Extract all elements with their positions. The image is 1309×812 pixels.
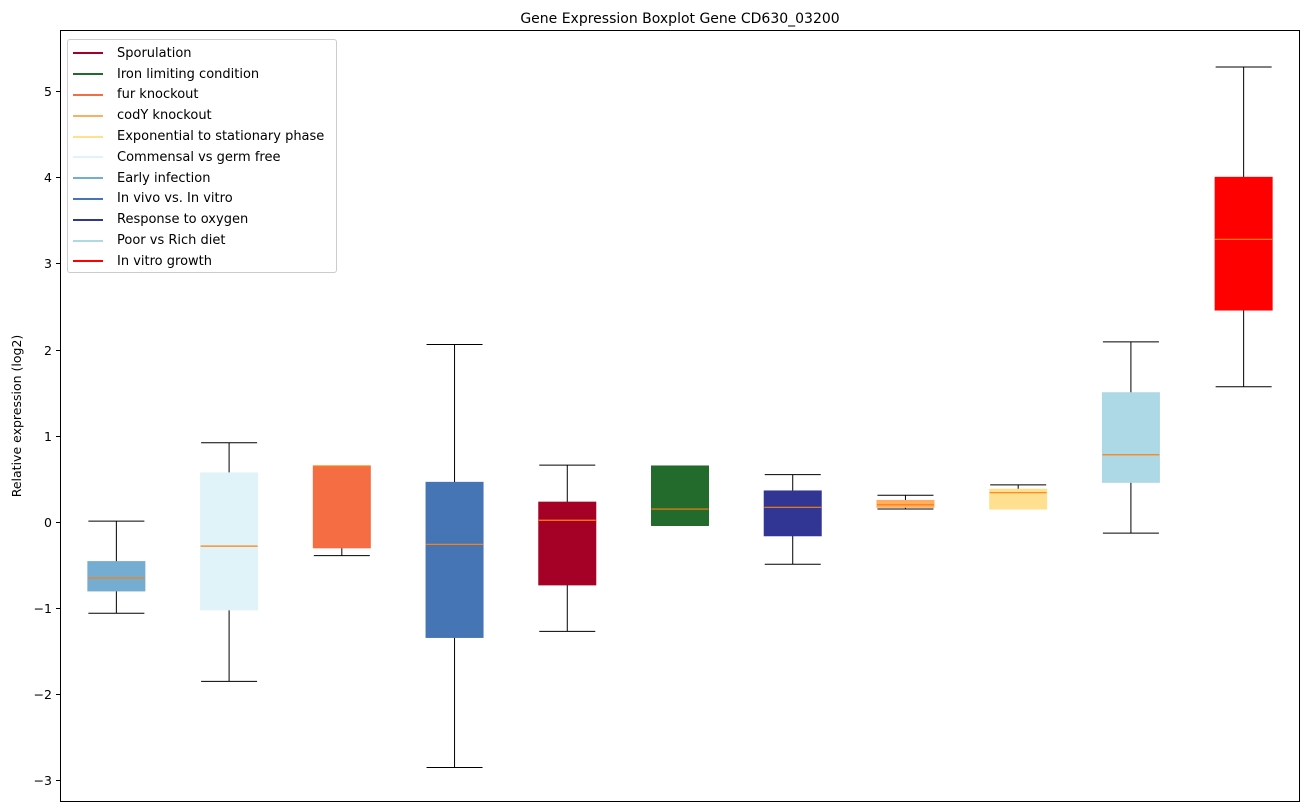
y-tick-label: 2 [44, 343, 52, 358]
y-tick-label: 1 [44, 429, 52, 444]
legend-swatch [73, 218, 103, 221]
boxes [87, 66, 1273, 769]
legend-swatch [73, 177, 103, 180]
box-body [312, 465, 371, 549]
legend-item: Response to oxygen [73, 209, 336, 230]
y-tick-label: −3 [34, 773, 52, 788]
legend-item: Exponential to stationary phase [73, 126, 336, 147]
y-tick-label: 0 [44, 515, 52, 530]
box-exponential-to-stationary-phase [989, 484, 1048, 510]
legend-label: Commensal vs germ free [117, 149, 281, 165]
legend-item: In vivo vs. In vitro [73, 189, 336, 210]
legend-swatch [73, 135, 103, 138]
box-body [763, 490, 822, 537]
box-iron-limiting-condition [651, 465, 709, 526]
box-poor-vs-rich-diet [1101, 341, 1160, 534]
legend-label: fur knockout [117, 87, 199, 103]
box-early-infection [87, 520, 146, 614]
legend-label: Response to oxygen [117, 212, 249, 228]
box-in-vivo-vs-in-vitro [425, 343, 484, 769]
box-body [876, 499, 935, 508]
y-tick-label: −2 [34, 687, 52, 702]
box-commensal-vs-germ-free [200, 442, 259, 682]
legend-item: fur knockout [73, 85, 336, 106]
legend-swatch [73, 114, 103, 117]
legend-item: Poor vs Rich diet [73, 230, 336, 251]
legend-item: Iron limiting condition [73, 64, 336, 85]
y-axis-ticks: −3 −2 −1 0 1 2 3 4 5 [34, 84, 60, 788]
legend-swatch [73, 239, 103, 242]
y-tick-label: 4 [44, 170, 52, 185]
legend-item: codY knockout [73, 105, 336, 126]
y-tick-label: −1 [34, 601, 52, 616]
legend-label: Iron limiting condition [117, 66, 260, 82]
legend-swatch [73, 52, 103, 55]
legend-swatch [73, 73, 103, 76]
plot-frame [60, 30, 1300, 802]
box-body [87, 561, 146, 592]
box-fur-knockout [312, 465, 371, 557]
box-body [989, 488, 1048, 510]
legend-swatch [73, 197, 103, 200]
box-in-vitro-growth [1214, 66, 1273, 388]
legend-swatch [73, 93, 103, 96]
box-sporulation [538, 464, 597, 632]
legend-item: Sporulation [73, 43, 336, 64]
legend-item: Commensal vs germ free [73, 147, 336, 168]
box-body [425, 481, 484, 638]
y-axis-label: Relative expression (log2) [9, 335, 24, 498]
box-response-to-oxygen [763, 474, 822, 565]
legend-label: Sporulation [117, 45, 192, 61]
chart-title: Gene Expression Boxplot Gene CD630_03200 [520, 11, 839, 27]
box-body [538, 501, 597, 586]
box-body [1101, 392, 1160, 483]
legend-item: In vitro growth [73, 251, 336, 272]
legend-item: Early infection [73, 168, 336, 189]
box-body [200, 472, 259, 611]
legend-label: Exponential to stationary phase [117, 129, 325, 145]
box-body [651, 465, 709, 526]
legend-label: In vivo vs. In vitro [117, 191, 233, 207]
box-cody-knockout [876, 494, 935, 510]
y-tick-label: 3 [44, 256, 52, 271]
box-body [1214, 176, 1273, 311]
legend-swatch [73, 156, 103, 159]
legend-label: In vitro growth [117, 253, 212, 269]
legend-label: Early infection [117, 170, 211, 186]
y-tick-label: 5 [44, 84, 52, 99]
legend-label: codY knockout [117, 108, 212, 124]
legend-swatch [73, 260, 103, 263]
legend-label: Poor vs Rich diet [117, 233, 226, 249]
